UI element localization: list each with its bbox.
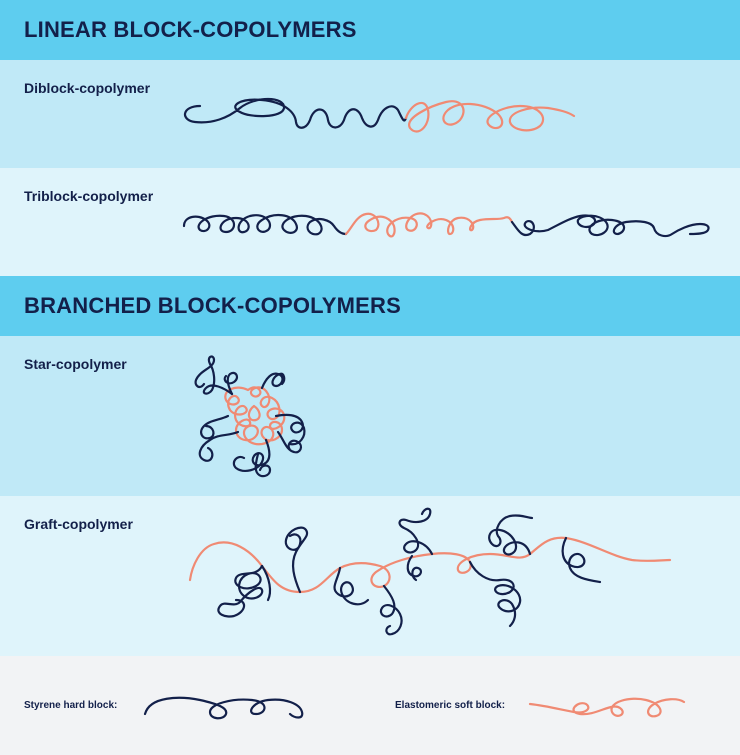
star-hard-arm-5: [232, 438, 271, 472]
triblock-soft-segment: [344, 212, 514, 238]
graft-hard-branch-9: [561, 536, 602, 584]
star-hard-arm-1: [194, 355, 234, 396]
legend: Styrene hard block: Elastomeric soft blo…: [0, 656, 740, 755]
graft-soft-backbone: [188, 536, 672, 594]
star-hard-arm-7: [200, 414, 230, 440]
legend-soft-swatch: [528, 697, 686, 718]
graft-hard-branch-8: [488, 514, 534, 556]
legend-hard-label: Styrene hard block:: [24, 700, 118, 711]
graft-hard-branch-5: [398, 507, 434, 556]
graft-hard-branch-10: [260, 564, 272, 602]
graft-diagram: [188, 507, 672, 636]
diblock-diagram: [184, 97, 576, 133]
star-diagram: [194, 355, 306, 478]
triblock-hard-segment-left: [182, 214, 348, 236]
triblock-row: Triblock-copolymer: [0, 168, 740, 276]
diblock-soft-segment: [404, 100, 576, 133]
graft-hard-branch-6: [406, 554, 423, 582]
branched-section-title: BRANCHED BLOCK-COPOLYMERS: [24, 293, 401, 318]
legend-soft-label: Elastomeric soft block:: [395, 700, 506, 711]
triblock-label: Triblock-copolymer: [24, 188, 154, 204]
star-soft-core: [224, 386, 286, 446]
star-label: Star-copolymer: [24, 356, 127, 372]
graft-hard-branch-3: [333, 566, 370, 606]
diblock-row: Diblock-copolymer: [0, 60, 740, 168]
diblock-label: Diblock-copolymer: [24, 80, 151, 96]
graft-hard-branch-4: [379, 584, 403, 636]
star-row: Star-copolymer: [0, 336, 740, 496]
graft-hard-branch-1: [217, 564, 264, 618]
graft-hard-branch-2: [284, 526, 309, 594]
legend-hard-swatch: [143, 696, 304, 720]
legend-swatches: [143, 696, 686, 720]
linear-section-header: LINEAR BLOCK-COPOLYMERS: [0, 0, 740, 60]
graft-hard-branch-7: [468, 560, 522, 628]
graft-row: Graft-copolymer: [0, 496, 740, 656]
diblock-hard-segment: [184, 97, 408, 129]
star-hard-arm-6: [198, 430, 240, 462]
linear-section-title: LINEAR BLOCK-COPOLYMERS: [24, 17, 357, 42]
graft-label: Graft-copolymer: [24, 516, 133, 532]
star-hard-arm-3: [260, 372, 286, 390]
star-hard-arm-8: [276, 430, 303, 454]
star-hard-arm-2: [223, 371, 239, 396]
triblock-hard-segment-right: [510, 214, 710, 238]
branched-section-header: BRANCHED BLOCK-COPOLYMERS: [0, 276, 740, 336]
star-hard-arm-4: [274, 413, 306, 446]
triblock-diagram: [182, 212, 710, 238]
star-hard-arm-9: [254, 452, 272, 478]
